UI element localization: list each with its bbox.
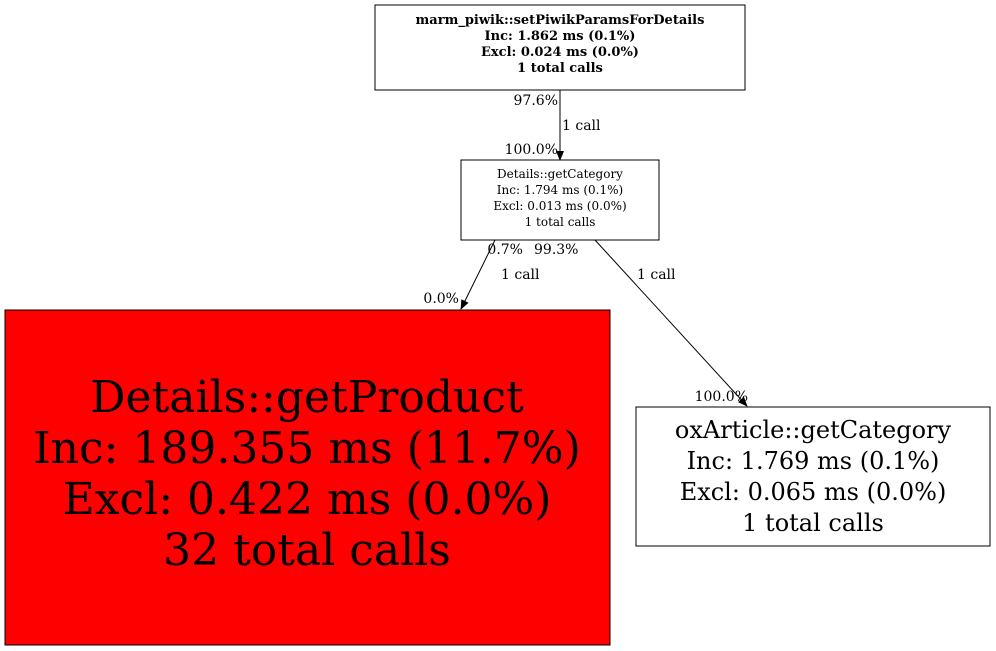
node-title: oxArticle::getCategory (675, 416, 952, 444)
node-inc: Inc: 1.769 ms (0.1%) (687, 447, 940, 475)
edge-label: 1 call (501, 267, 540, 283)
edge-head-label: 0.0% (423, 291, 459, 307)
edge-head-label: 100.0% (695, 389, 748, 405)
edge-setpiwik-to-getcategory: 97.6% 1 call 100.0% (505, 90, 601, 161)
node-oxarticle-getcategory[interactable]: oxArticle::getCategory Inc: 1.769 ms (0.… (635, 406, 991, 547)
edge-head-label: 100.0% (505, 142, 558, 158)
edge-tail-label: 97.6% (514, 93, 558, 109)
node-inc: Inc: 1.794 ms (0.1%) (497, 183, 623, 197)
node-excl: Excl: 0.013 ms (0.0%) (493, 199, 626, 213)
node-excl: Excl: 0.065 ms (0.0%) (680, 478, 947, 506)
node-excl: Excl: 0.422 ms (0.0%) (63, 474, 552, 525)
node-calls: 32 total calls (163, 525, 451, 576)
edge-label: 1 call (637, 267, 676, 283)
node-inc: Inc: 1.862 ms (0.1%) (485, 29, 636, 44)
edge-label: 1 call (562, 118, 601, 134)
node-title: marm_piwik::setPiwikParamsForDetails (416, 13, 705, 28)
node-title: Details::getProduct (90, 372, 524, 423)
node-title: Details::getCategory (497, 167, 623, 181)
edge-tail-label: 99.3% (534, 242, 578, 258)
node-calls: 1 total calls (517, 61, 603, 76)
node-calls: 1 total calls (742, 509, 884, 537)
node-details-getproduct[interactable]: Details::getProduct Inc: 189.355 ms (11.… (4, 309, 611, 646)
edge-getcategory-to-oxarticle: 99.3% 1 call 100.0% (534, 239, 748, 407)
node-excl: Excl: 0.024 ms (0.0%) (481, 45, 639, 60)
edge-tail-label: 0.7% (487, 242, 523, 258)
edge-getcategory-to-getproduct: 0.7% 1 call 0.0% (423, 239, 540, 310)
node-details-getcategory[interactable]: Details::getCategory Inc: 1.794 ms (0.1%… (460, 159, 660, 241)
node-calls: 1 total calls (525, 215, 596, 229)
node-setpiwikparamsfordetails[interactable]: marm_piwik::setPiwikParamsForDetails Inc… (374, 4, 746, 91)
node-inc: Inc: 189.355 ms (11.7%) (33, 423, 581, 474)
